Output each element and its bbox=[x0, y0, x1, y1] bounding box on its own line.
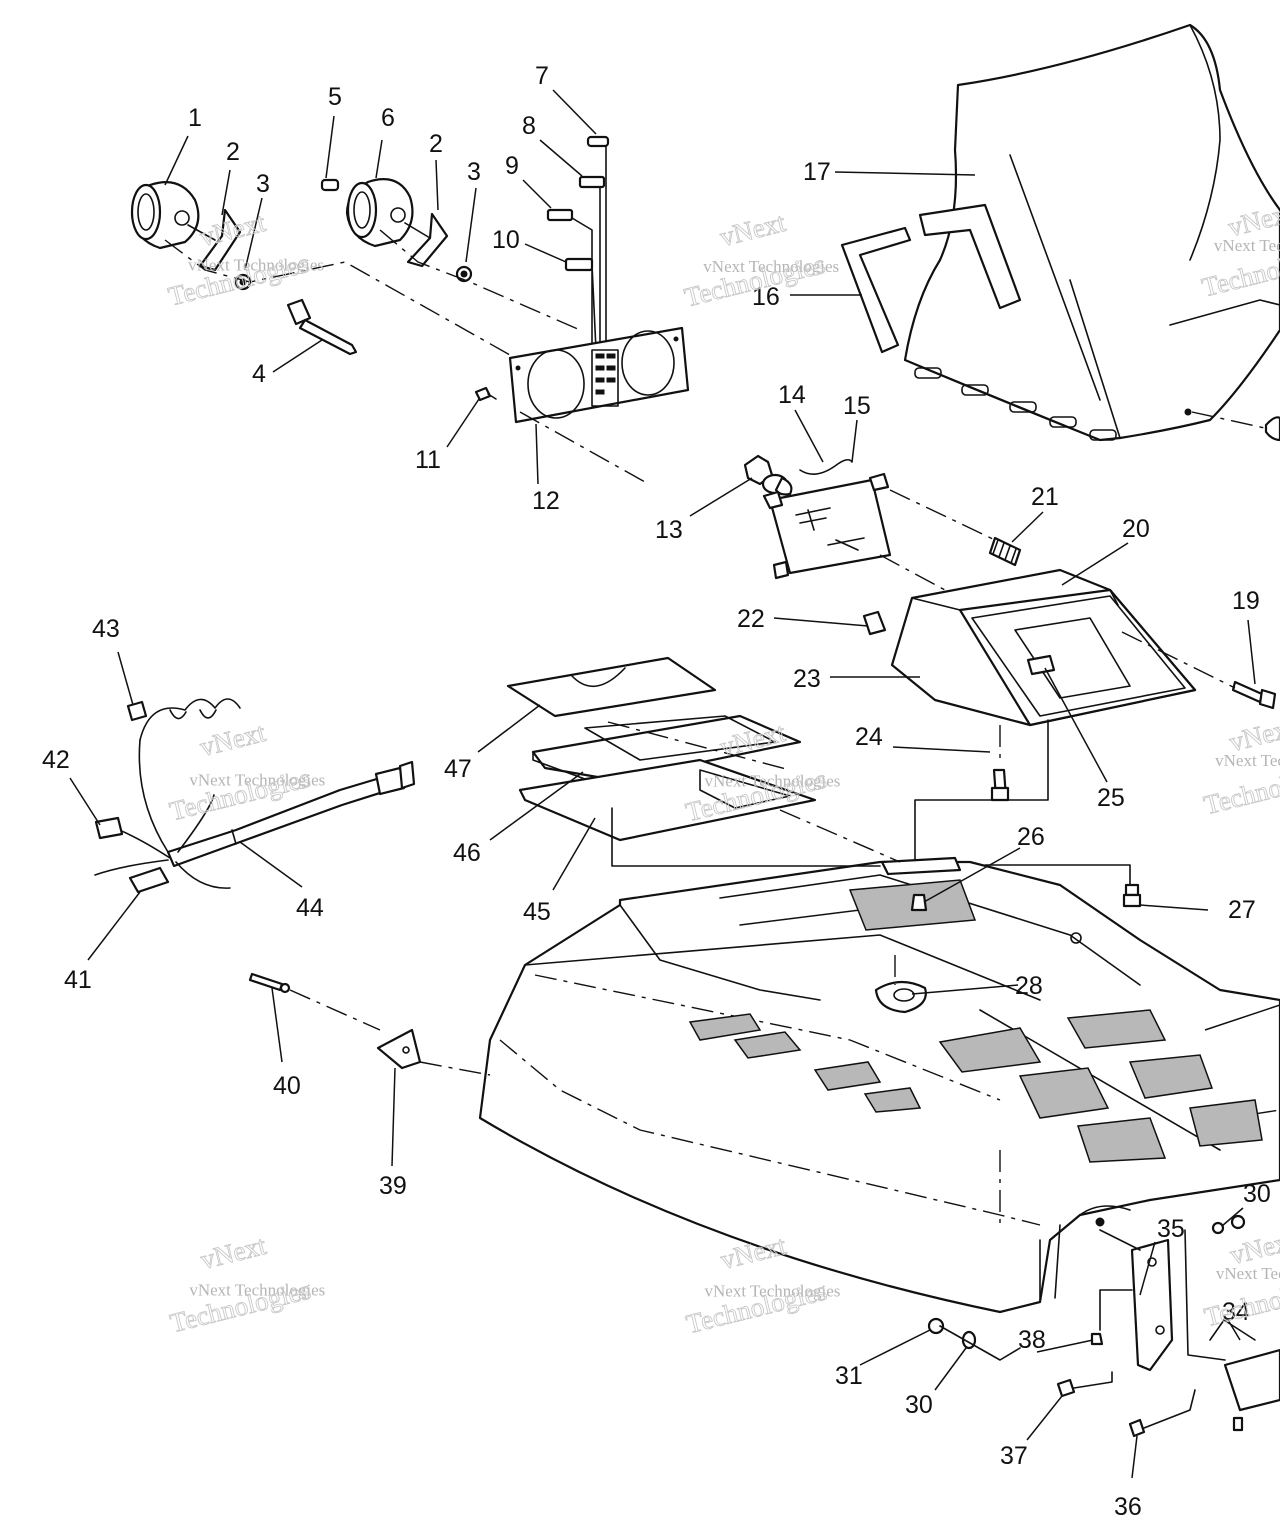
callout-2-left: 2 bbox=[226, 138, 240, 166]
watermark-line1: vNext bbox=[197, 717, 269, 762]
pod-bolt bbox=[1231, 680, 1277, 710]
callout-15: 15 bbox=[843, 392, 871, 420]
callout-16: 16 bbox=[752, 283, 780, 311]
callout-28: 28 bbox=[1015, 972, 1043, 1000]
hood-screw-right bbox=[1122, 883, 1142, 908]
callout-24: 24 bbox=[855, 723, 883, 751]
gauge-left bbox=[130, 181, 216, 250]
callout-6: 6 bbox=[381, 104, 395, 132]
watermark-line2: vNext Technologies bbox=[704, 772, 840, 791]
bumper-bracket bbox=[376, 1028, 422, 1070]
access-panel-cover bbox=[531, 714, 802, 791]
watermark-top-center: vNext vNext Technologies Technologies bbox=[681, 207, 839, 313]
callout-26: 26 bbox=[1017, 823, 1045, 851]
callout-13: 13 bbox=[655, 516, 683, 544]
callout-11: 11 bbox=[415, 446, 441, 474]
watermark-bottom-left: vNext vNext Technologies Technologies bbox=[167, 1229, 326, 1338]
hood-screw-center bbox=[910, 893, 928, 912]
headlight-pod bbox=[890, 568, 1197, 727]
wire-harness bbox=[94, 698, 416, 894]
callout-37: 37 bbox=[1000, 1442, 1028, 1470]
access-panel-seal bbox=[506, 656, 717, 718]
windshield bbox=[903, 23, 1280, 442]
callout-34: 34 bbox=[1222, 1298, 1250, 1326]
headlight-bulb bbox=[743, 454, 793, 496]
watermark-line2: vNext Technologies bbox=[1215, 751, 1280, 770]
headlight-assembly bbox=[762, 472, 892, 580]
callout-41: 41 bbox=[64, 966, 92, 994]
console-plate bbox=[508, 326, 690, 424]
callout-35: 35 bbox=[1157, 1215, 1185, 1243]
watermark-line1: vNext bbox=[717, 207, 789, 252]
watermark-line2: vNext Technologies bbox=[188, 256, 324, 275]
callout-20: 20 bbox=[1122, 515, 1150, 543]
callout-45: 45 bbox=[523, 898, 551, 926]
callout-1: 1 bbox=[188, 104, 202, 132]
callout-27: 27 bbox=[1228, 896, 1256, 924]
callout-labels: 1 2 3 4 5 6 2 3 7 8 9 10 11 12 13 14 15 … bbox=[42, 62, 1271, 1521]
rivet bbox=[248, 972, 291, 994]
callout-9: 9 bbox=[505, 152, 519, 180]
watermark-mid-right: vNext vNext Technologies Technologies bbox=[1200, 712, 1280, 821]
watermark-line2: vNext Technologies bbox=[189, 770, 325, 789]
callout-7: 7 bbox=[535, 62, 549, 90]
callout-30-left: 30 bbox=[905, 1391, 933, 1419]
grommet bbox=[874, 980, 927, 1014]
leader-lines bbox=[69, 89, 1280, 1479]
callout-42: 42 bbox=[42, 746, 70, 774]
watermark-line2: vNext Technologies bbox=[703, 257, 839, 276]
watermark-line2: vNext Technologies bbox=[704, 1282, 840, 1301]
hood bbox=[478, 856, 1280, 1314]
watermark-line2: vNext Technologies bbox=[189, 1280, 325, 1299]
callout-40: 40 bbox=[273, 1072, 301, 1100]
callout-3-right: 3 bbox=[467, 158, 481, 186]
callout-47: 47 bbox=[444, 755, 472, 783]
callout-44: 44 bbox=[296, 894, 324, 922]
callout-17: 17 bbox=[803, 158, 831, 186]
callout-10: 10 bbox=[492, 226, 520, 254]
windshield-seal bbox=[840, 226, 912, 354]
watermark-bottom-right: vNext vNext Technologies Technologies bbox=[1201, 1225, 1280, 1333]
callout-43: 43 bbox=[92, 615, 120, 643]
watermark-line1: vNext bbox=[198, 1230, 270, 1275]
pod-clip bbox=[862, 610, 1056, 676]
callout-19: 19 bbox=[1232, 587, 1260, 615]
callout-46: 46 bbox=[453, 839, 481, 867]
callout-8: 8 bbox=[522, 112, 536, 140]
callout-30-right: 30 bbox=[1243, 1180, 1271, 1208]
callout-5: 5 bbox=[328, 83, 342, 111]
callout-4: 4 bbox=[252, 360, 266, 388]
plate-screw bbox=[474, 386, 497, 402]
gauge-right bbox=[345, 178, 431, 248]
adjuster-spring bbox=[988, 536, 1022, 567]
callout-38: 38 bbox=[1018, 1326, 1046, 1354]
hinge-bracket bbox=[1130, 1238, 1174, 1372]
callout-23: 23 bbox=[793, 665, 821, 693]
callout-3-left: 3 bbox=[256, 170, 270, 198]
callout-31: 31 bbox=[835, 1362, 863, 1390]
callout-21: 21 bbox=[1031, 483, 1059, 511]
bulb-wire bbox=[799, 458, 853, 475]
hinge-plate bbox=[1223, 1348, 1280, 1412]
callout-39: 39 bbox=[379, 1172, 407, 1200]
watermark-line2: vNext Technologies bbox=[1214, 236, 1280, 255]
callout-36: 36 bbox=[1114, 1493, 1142, 1521]
gauge-brackets bbox=[198, 208, 449, 272]
watermark-line2: vNext Technologies bbox=[1216, 1264, 1280, 1283]
callout-2-right: 2 bbox=[429, 130, 443, 158]
callout-25: 25 bbox=[1097, 784, 1125, 812]
bulb-socket bbox=[320, 178, 340, 192]
choke-cable bbox=[286, 298, 358, 356]
switches bbox=[546, 135, 610, 351]
watermark-line1: vNext bbox=[197, 207, 269, 252]
callout-14: 14 bbox=[778, 381, 806, 409]
callout-12: 12 bbox=[532, 487, 560, 515]
callout-22: 22 bbox=[737, 605, 765, 633]
pod-screw bbox=[990, 768, 1010, 802]
